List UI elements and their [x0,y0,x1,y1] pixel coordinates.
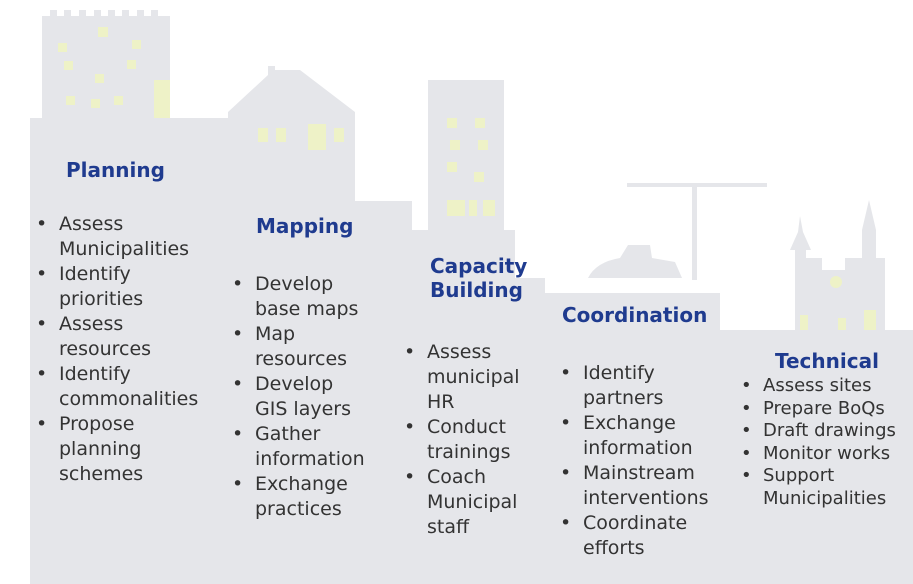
list-item: Conduct trainings [398,415,532,465]
list-item: Propose planning schemes [30,412,228,487]
item-line: interventions [583,487,709,509]
item-line: Municipalities [59,238,190,260]
list-item: Exchange practices [226,472,390,522]
list-item: Identify priorities [30,262,228,312]
item-line: staff [427,516,470,538]
item-line: Identify [583,362,655,384]
item-line: Prepare BoQs [763,397,885,419]
item-line: Assess [59,213,124,235]
list-item: Develop base maps [226,272,390,322]
item-line: priorities [59,288,144,310]
crane-mast [692,186,697,280]
item-line: Assess [427,341,492,363]
item-line: Assess sites [763,375,872,396]
coordination-heading: Coordination [554,303,726,327]
item-line: municipal [427,366,520,388]
list-item: Assess sites [738,375,913,398]
item-line: Conduct [427,416,506,438]
item-line: Assess [59,313,124,335]
item-line: Coach [427,466,487,488]
heading-line: Planning [66,158,165,182]
item-line: Coordinate [583,512,688,534]
list-item: Gather information [226,422,390,472]
item-line: partners [583,387,664,409]
item-line: Develop [255,273,334,295]
item-line: Map [255,323,296,345]
heading-line: Capacity [430,254,528,278]
item-line: Develop [255,373,334,395]
tractor-shape [588,245,682,278]
planning-tower-shape [42,10,170,118]
list-item: Draft drawings [738,420,913,443]
item-line: Draft drawings [763,420,896,441]
technical-items: Assess sites Prepare BoQs Draft drawings… [738,375,913,510]
item-line: Gather [255,423,321,445]
item-line: GIS layers [255,398,351,420]
church-shape [790,200,885,330]
column-coordination: Coordination Identify partners Exchange in… [554,303,726,561]
mapping-heading: Mapping [226,214,390,238]
capacity-building-heading: Capacity Building [398,254,532,302]
list-item: Mainstream interventions [554,461,726,511]
item-line: commonalities [59,388,199,410]
item-line: trainings [427,441,511,463]
item-line: information [583,437,693,459]
item-line: Exchange [255,473,348,495]
heading-line: Mapping [256,214,354,238]
heading-line: Building [430,278,523,302]
list-item: Map resources [226,322,390,372]
item-line: schemes [59,463,144,485]
item-line: Monitor works [763,442,891,464]
item-line: information [255,448,365,470]
column-technical: Technical Assess sites Prepare BoQs Draf… [738,349,913,510]
item-line: Identify [59,363,131,385]
heading-line: Technical [775,349,879,373]
planning-heading: Planning [30,158,228,182]
column-mapping: Mapping Develop base maps Map resources De… [226,214,390,522]
item-line: efforts [583,537,645,559]
item-line: resources [255,348,348,370]
list-item: Identify commonalities [30,362,228,412]
item-line: base maps [255,298,359,320]
crane-jib [627,183,767,187]
heading-line: Coordination [562,303,708,327]
item-line: planning [59,438,142,460]
item-line: Mainstream [583,462,695,484]
item-line: Propose [59,413,135,435]
list-item: Assess resources [30,312,228,362]
list-item: Monitor works [738,443,913,466]
mapping-items: Develop base maps Map resources DevelopGIS… [226,272,390,522]
list-item: Exchange information [554,411,726,461]
item-line: Exchange [583,412,676,434]
item-line: resources [59,338,152,360]
item-line: Municipal [427,491,518,513]
technical-heading: Technical [738,349,913,373]
coordination-items: Identify partners Exchange information Mai… [554,361,726,561]
item-line: practices [255,498,342,520]
item-line: Support [763,465,835,486]
item-line: HR [427,391,455,413]
list-item: Coordinate efforts [554,511,726,561]
list-item: Prepare BoQs [738,398,913,421]
item-line: Identify [59,263,131,285]
item-line: Municipalities [763,487,887,509]
list-item: Identify partners [554,361,726,411]
